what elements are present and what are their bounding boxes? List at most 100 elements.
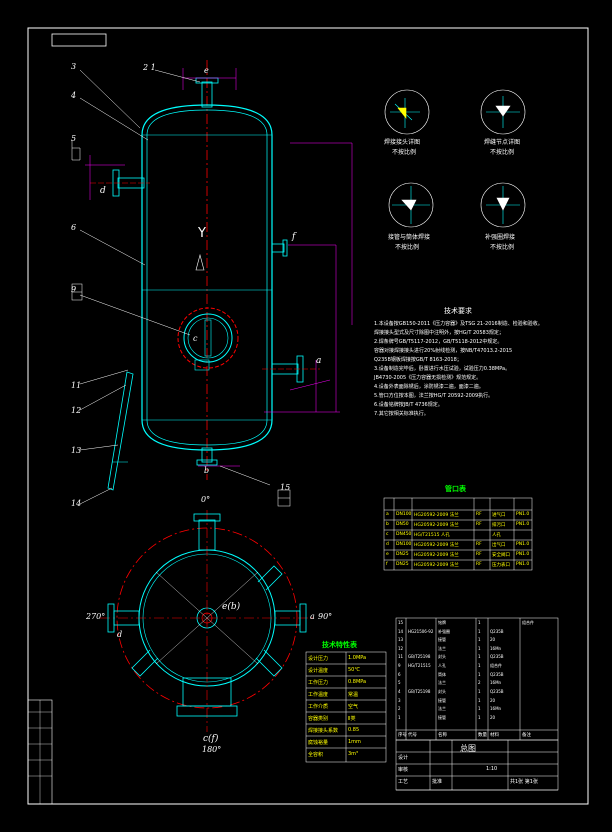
nozzle-cell: DN450	[396, 532, 412, 537]
design-cell: Ⅱ类	[348, 716, 356, 722]
nozzle-cell: HG20592-2009 法兰	[414, 513, 459, 518]
parts-cell: 铭牌	[438, 620, 446, 625]
tech-req-line: 2.焊条牌号GB/T5117-2012，GB/T5118-2012中规定。	[374, 339, 503, 345]
parts-cell: 封头	[438, 688, 446, 694]
parts-cell: 1	[478, 688, 481, 694]
parts-cell: 20	[490, 697, 496, 703]
parts-cell: 13	[398, 637, 404, 643]
side-support	[107, 371, 134, 491]
tech-req-line: 1.本设备按GB150-2011《压力容器》及TSG 21-2016制造、检验和…	[374, 321, 543, 327]
nozzle-cell: RF	[476, 552, 482, 557]
parts-cell: 2	[478, 680, 481, 686]
parts-cell: 法兰	[438, 706, 446, 712]
nozzle-cell: a	[386, 512, 389, 517]
parts-cell: GB/T25198	[408, 654, 431, 660]
tech-req-title: 技术要求	[444, 307, 472, 315]
tech-req-line: 7.其它按相关标准执行。	[374, 411, 429, 417]
nozzle-cell: PN1.0	[516, 512, 530, 517]
parts-cell: 接管	[438, 637, 446, 643]
design-cell: 设计压力	[308, 656, 329, 662]
design-cell: 1mm	[348, 739, 361, 745]
parts-cell: 接管	[438, 697, 446, 703]
parts-cell: 9	[398, 663, 401, 669]
part-label-2-1: 2 1	[143, 63, 156, 72]
parts-header: 备注	[522, 733, 531, 738]
parts-cell: 1	[478, 654, 481, 660]
drawing-number-box	[51, 33, 107, 47]
nozzle-letter-left: d	[100, 186, 106, 196]
weld-scale-4: 不按比例	[490, 244, 515, 251]
nozzle-table-grid	[383, 497, 533, 571]
angle-top: 0°	[201, 495, 211, 504]
nozzle-cell: 人孔	[492, 533, 501, 538]
nozzle-letter-manhole: c	[193, 334, 198, 343]
nozzle-cell: HG20592-2009 法兰	[414, 553, 459, 558]
nozzle-cell: HG20592-2009 法兰	[414, 543, 459, 548]
weld-scale-1: 不按比例	[392, 149, 417, 156]
tech-req-line: JB4730-2005《压力容器无损检测》规范规定。	[374, 375, 482, 381]
part-label-12: 12	[71, 406, 82, 415]
nozzle-cell: PN1.0	[516, 522, 530, 527]
nozzle-cell: RF	[476, 542, 482, 547]
design-cell: 空气	[348, 704, 359, 710]
design-cell: 0.85	[348, 727, 360, 733]
part-label-15: 15	[280, 483, 291, 492]
design-table-grid	[305, 651, 387, 763]
parts-cell: 4	[398, 688, 401, 694]
parts-cell: GB/T25198	[408, 688, 431, 694]
angle-left: 270°	[86, 612, 106, 621]
parts-header: 代号	[408, 733, 417, 738]
parts-cell: 法兰	[438, 680, 446, 686]
design-cell: 工作温度	[308, 692, 329, 698]
title-label-process: 工艺	[398, 779, 409, 785]
nozzle-cell: RF	[476, 522, 482, 527]
nozzle-cell: DN100	[396, 542, 412, 547]
part-label-6: 6	[71, 223, 77, 232]
design-table-title: 技术特性表	[322, 641, 357, 649]
parts-cell: 筒体	[438, 671, 446, 677]
plan-view	[100, 510, 315, 732]
nozzle-cell: HG/T21515 人孔	[414, 533, 450, 538]
title-label-design: 设计	[398, 755, 409, 761]
manhole-outer	[177, 307, 239, 369]
parts-cell: HG/T21515	[408, 663, 431, 669]
plan-letter-center: e(b)	[222, 602, 241, 612]
parts-cell: 20	[490, 714, 496, 720]
nozzle-cell: RF	[476, 512, 482, 517]
title-scale: 1:10	[486, 766, 498, 772]
title-sheet: 共1张 第1张	[510, 779, 538, 785]
part-label-13: 13	[71, 446, 82, 455]
parts-list-grid	[395, 617, 559, 791]
nozzle-letter-side: a	[316, 356, 322, 366]
parts-cell: Q235B	[490, 671, 504, 677]
design-cell: 3m³	[348, 751, 359, 757]
parts-cell: 人孔	[438, 663, 446, 669]
parts-cell: Q235B	[490, 654, 504, 660]
weld-details	[384, 89, 526, 228]
nozzle-cell: d	[386, 542, 389, 547]
top-nozzle	[201, 81, 213, 108]
tech-req-body: 1.本设备按GB150-2011《压力容器》及TSG 21-2016制造、检验和…	[374, 320, 554, 419]
elevation-view	[71, 60, 353, 507]
parts-cell: 20	[490, 637, 496, 643]
nozzle-cell: c	[386, 532, 389, 537]
tech-req-line: 3.设备制造完毕后，卧置进行水压试验，试验压力0.38MPa。	[374, 366, 511, 372]
parts-cell: 14	[398, 628, 404, 634]
tech-req-line: Q235B钢板焊接按GB/T 8163-2018；	[374, 357, 462, 363]
nozzle-cell: 进气口	[492, 513, 506, 518]
parts-cell: 15	[398, 620, 404, 625]
weld-scale-2: 不按比例	[490, 149, 515, 156]
manhole	[183, 313, 233, 363]
design-cell: 1.0MPa	[348, 655, 367, 661]
parts-cell: 16Mn	[490, 706, 502, 712]
parts-cell: 1	[478, 697, 481, 703]
angle-right: 90°	[318, 612, 333, 621]
part-label-3: 3	[71, 62, 77, 71]
part-label-9: 9	[71, 285, 77, 294]
nozzle-cell: RF	[476, 562, 482, 567]
parts-header: 序号	[398, 733, 407, 738]
nozzle-table-title: 管口表	[445, 485, 466, 493]
parts-cell: Q235B	[490, 628, 504, 634]
plan-letter-right: a	[310, 612, 315, 621]
parts-cell: 16Mn	[490, 645, 502, 651]
